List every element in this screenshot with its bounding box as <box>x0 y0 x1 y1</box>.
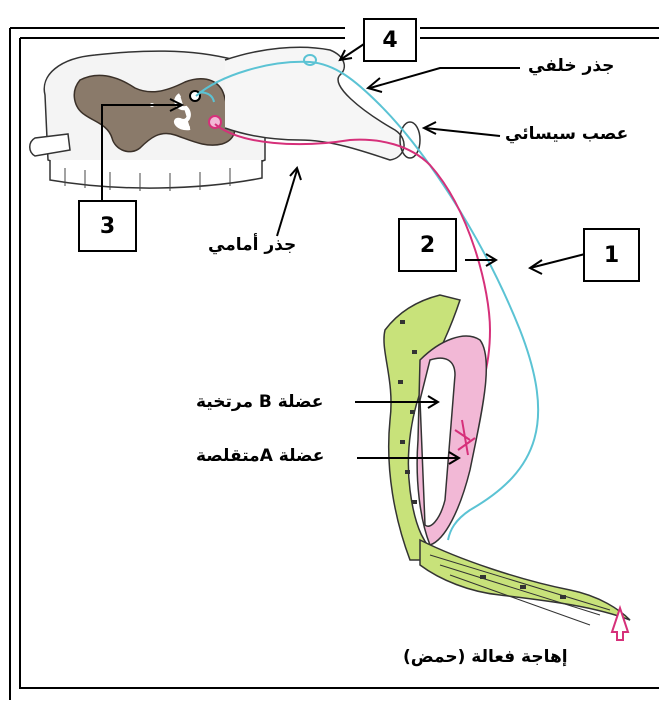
muscle-leg <box>384 295 630 625</box>
posterior-root-label: جذر خلفي <box>528 56 614 76</box>
muscle-b-label: عضلة B مرتخية <box>196 392 323 412</box>
number-3: 3 <box>100 214 115 239</box>
muscle-a-label: عضلة Aمتقلصة <box>196 446 324 466</box>
sciatic-nerve-label: عصب سيسائي <box>505 124 628 144</box>
label-box-1: 1 <box>583 228 640 282</box>
number-1: 1 <box>604 243 619 268</box>
number-4: 4 <box>382 28 397 53</box>
anterior-root-label: جذر أمامي <box>208 235 296 255</box>
stimulus-label: إهاجة فعالة (حمض) <box>403 647 568 667</box>
label-box-2: 2 <box>398 218 457 272</box>
label-box-4: 4 <box>363 18 417 62</box>
number-2: 2 <box>420 233 435 258</box>
label-box-3: 3 <box>78 200 137 252</box>
